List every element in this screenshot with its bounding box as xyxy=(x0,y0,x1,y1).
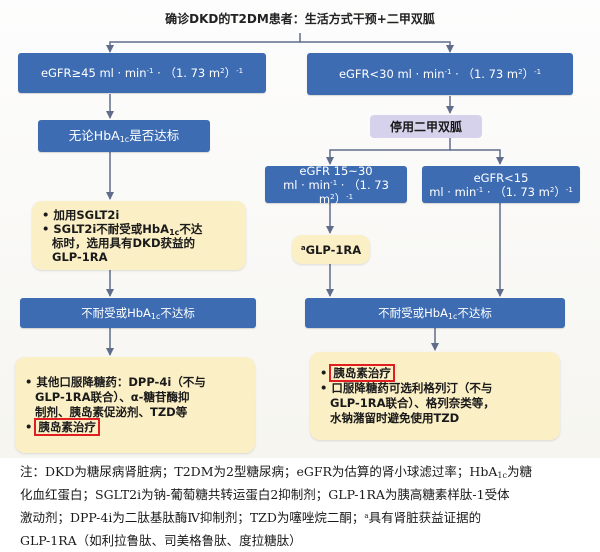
list-item: • 加用SGLT2i xyxy=(42,207,120,222)
intolerant-right-box: 不耐受或HbA1c不达标 xyxy=(305,298,565,328)
diagnosis-title: 确诊DKD的T2DM患者：生活方式干预+二甲双胍 xyxy=(165,12,435,26)
left-final-box: • 其他口服降糖药：DPP-4i（不与 GLP-1RA联合）、α-糖苷酶抑 制剂… xyxy=(15,357,255,453)
right-final-box: • 胰岛素治疗 • 口服降糖药可选利格列汀（不与 GLP-1RA联合）、格列奈类… xyxy=(310,352,560,440)
footnote-line: 激动剂；DPP-4i为二肽基肽酶Ⅳ抑制剂；TZD为噻唑烷二酮；a具有肾脏获益证据… xyxy=(20,510,482,525)
connector-title-split xyxy=(106,33,301,53)
list-item: • 口服降糖药可选利格列汀（不与 xyxy=(320,381,493,395)
stop-metformin-box: 停用二甲双胍 xyxy=(370,115,482,138)
connector-stop-split xyxy=(326,138,451,165)
footnote-line: 化血红蛋白；SGLT2i为钠-葡萄糖共转运蛋白2抑制剂；GLP-1RA为胰高糖素… xyxy=(20,487,510,502)
egfr-15-30-box: eGFR 15~30 ml · min-1 · （1. 73 m2）-1 xyxy=(265,164,407,206)
connector-stop-right xyxy=(450,149,504,165)
insulin-highlight: 胰岛素治疗 xyxy=(34,418,100,436)
egfr-lt30-box: eGFR<30 ml · min-1 · （1. 73 m2）-1 xyxy=(307,53,573,95)
insulin-highlight: 胰岛素治疗 xyxy=(329,364,395,382)
list-item: • 胰岛素治疗 xyxy=(25,418,100,436)
list-item: • 胰岛素治疗 xyxy=(320,364,395,382)
flowchart: 确诊DKD的T2DM患者：生活方式干预+二甲双胍 eGFR≥45 ml · mi… xyxy=(0,0,600,458)
egfr-lt15-box: eGFR<15 ml · min-1 · （1. 73 m2）-1 xyxy=(422,166,580,203)
footnote-line: GLP-1RA（如利拉鲁肽、司美格鲁肽、度拉糖肽） xyxy=(20,533,302,548)
list-item: • SGLT2i不耐受或HbA1c不达 xyxy=(42,221,203,237)
glp1ra-box: aGLP-1RA xyxy=(292,235,370,264)
hba1c-question-box: 无论HbA1c是否达标 xyxy=(38,120,210,152)
footnote: 注：DKD为糖尿病肾脏病；T2DM为2型糖尿病；eGFR为估算的肾小球滤过率；H… xyxy=(20,460,586,552)
connector-title-right xyxy=(300,41,454,53)
intolerant-left-box: 不耐受或HbA1c不达标 xyxy=(20,298,256,328)
footnote-line: 注：DKD为糖尿病肾脏病；T2DM为2型糖尿病；eGFR为估算的肾小球滤过率；H… xyxy=(20,464,532,480)
list-item: • 其他口服降糖药：DPP-4i（不与 xyxy=(25,375,206,389)
sglt2-treatment-box: • 加用SGLT2i • SGLT2i不耐受或HbA1c不达 标时，选用具有DK… xyxy=(32,201,246,270)
egfr-ge45-box: eGFR≥45 ml · min-1 · （1. 73 m2）-1 xyxy=(18,53,266,93)
